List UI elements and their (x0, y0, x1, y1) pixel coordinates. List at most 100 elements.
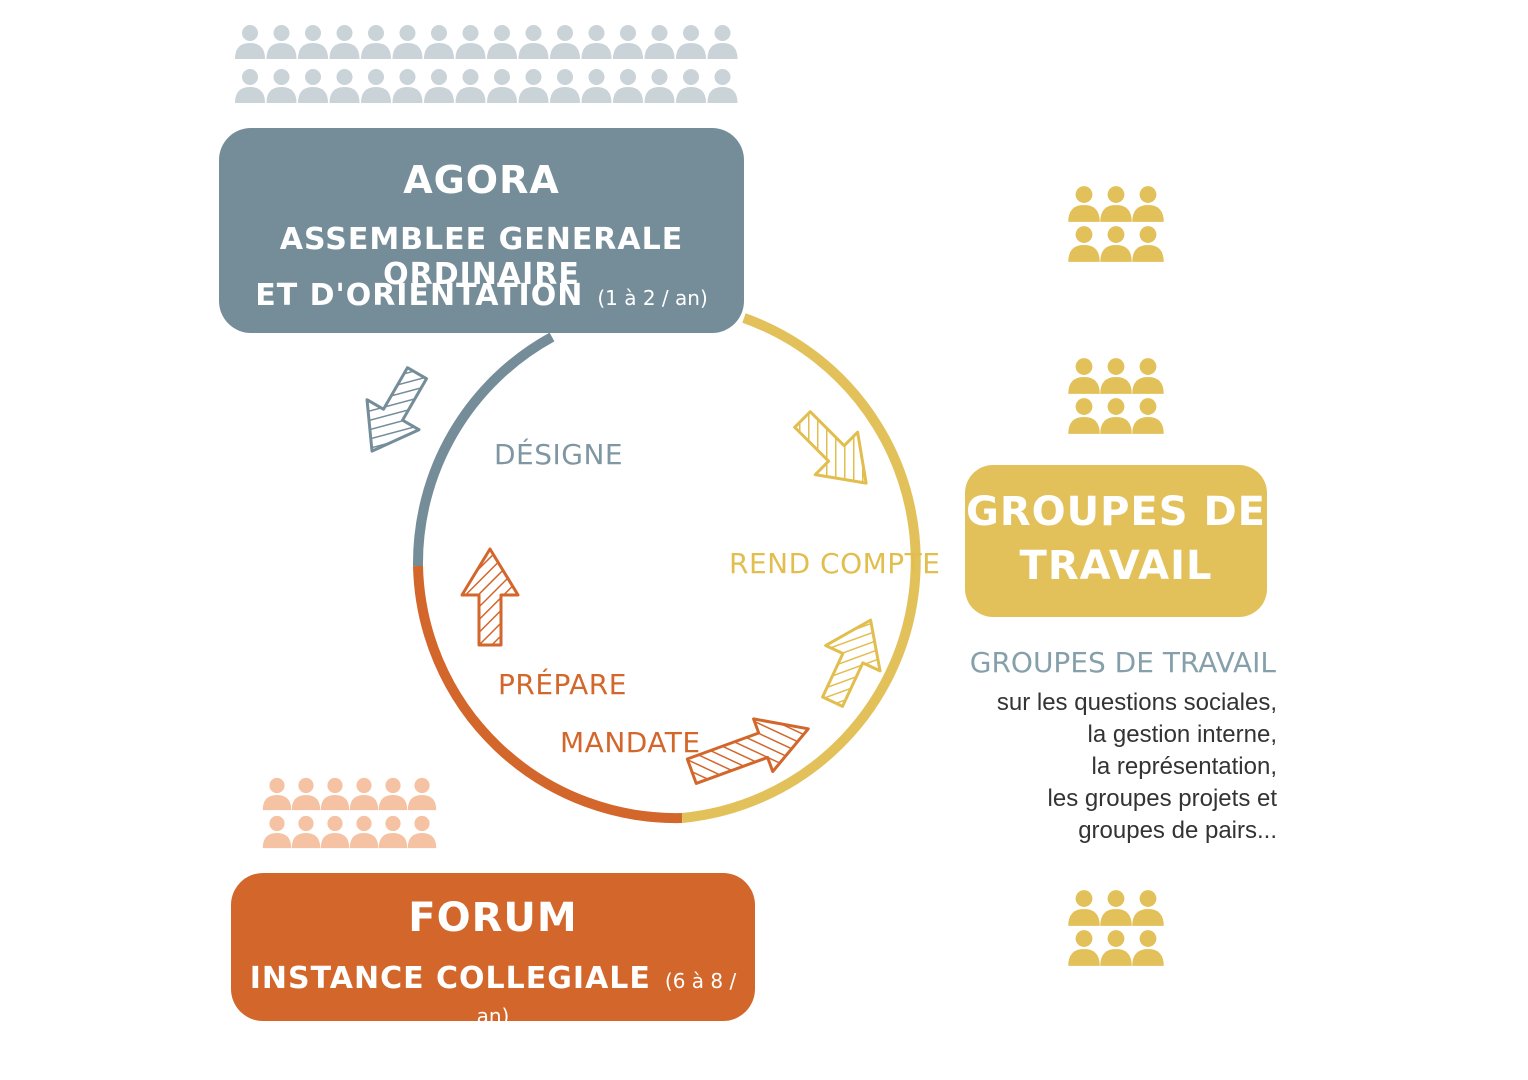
arrow-rend-compte-top-icon (793, 410, 868, 485)
person-icon (1132, 930, 1164, 966)
cycle-arc-yellow (681, 313, 921, 823)
person-icon (378, 777, 408, 811)
person-icon (455, 69, 486, 103)
agora-frequency: (1 à 2 / an) (597, 286, 708, 310)
cycle-arc-orange (413, 565, 683, 824)
agora-subtitle-1: ASSEMBLEE GENERALE ORDINAIRE (279, 222, 684, 292)
groupes-description-line: la gestion interne, (1087, 721, 1277, 748)
agora-subtitle-2-text: ET D'ORIENTATION (255, 278, 584, 313)
person-icon (1068, 186, 1100, 222)
agora-subtitle-2: ET D'ORIENTATION (1 à 2 / an) (219, 278, 744, 313)
person-icon (1068, 398, 1100, 434)
person-icon (329, 69, 360, 103)
person-icon (349, 815, 379, 849)
people-group-forum (262, 777, 437, 849)
person-icon (291, 815, 321, 849)
label-mandate: MANDATE (560, 726, 701, 759)
person-icon (644, 69, 675, 103)
groupes-description-line: groupes de pairs... (1078, 817, 1277, 844)
person-icon (518, 25, 549, 59)
person-icon (1068, 358, 1100, 394)
person-icon (550, 25, 580, 59)
person-icon (1132, 890, 1164, 926)
people-group-travail-1 (1068, 186, 1164, 262)
cycle-arc-grey (412, 332, 555, 567)
person-icon (644, 25, 675, 59)
person-icon (1068, 226, 1100, 262)
person-icon (320, 815, 350, 849)
person-icon (1132, 186, 1164, 222)
person-icon (407, 815, 437, 849)
person-icon (378, 815, 408, 849)
label-rend-compte: REND COMPTE (729, 547, 941, 580)
arrow-prepare-icon (460, 547, 520, 647)
person-icon (235, 25, 265, 59)
person-icon (707, 69, 738, 103)
person-icon (581, 69, 612, 103)
forum-frequency: (6 à 8 / an) (476, 969, 737, 1028)
people-group-travail-2 (1068, 358, 1164, 434)
person-icon (455, 25, 486, 59)
person-icon (518, 69, 549, 103)
person-icon (1132, 398, 1164, 434)
forum-subtitle: INSTANCE COLLEGIALE(6 à 8 / an) (231, 961, 755, 1031)
person-icon (1132, 226, 1164, 262)
person-icon (550, 69, 580, 103)
people-group-agora (235, 25, 738, 103)
person-icon (707, 25, 738, 59)
person-icon (1100, 398, 1132, 434)
person-icon (424, 25, 454, 59)
person-icon (1068, 890, 1100, 926)
person-icon (235, 69, 265, 103)
arrow-mandate-icon (685, 717, 810, 785)
person-icon (329, 25, 360, 59)
person-icon (676, 25, 706, 59)
person-icon (298, 25, 328, 59)
agora-box: AGORA ASSEMBLEE GENERALE ORDINAIRE ET D'… (219, 128, 744, 333)
person-icon (291, 777, 321, 811)
groupes-title-2: TRAVAIL (1019, 543, 1213, 589)
person-icon (1100, 930, 1132, 966)
arrow-rend-compte-bottom-icon (821, 618, 882, 708)
person-icon (487, 25, 517, 59)
person-icon (581, 25, 612, 59)
arrow-designe-icon (365, 366, 429, 453)
person-icon (613, 69, 643, 103)
label-designe: DÉSIGNE (494, 438, 624, 471)
person-icon (361, 69, 391, 103)
groupes-box: GROUPES DE TRAVAIL (965, 465, 1267, 617)
person-icon (392, 25, 423, 59)
person-icon (1100, 226, 1132, 262)
person-icon (407, 777, 437, 811)
person-icon (266, 25, 297, 59)
forum-subtitle-text: INSTANCE COLLEGIALE (249, 961, 651, 996)
person-icon (1068, 930, 1100, 966)
person-icon (424, 69, 454, 103)
groupes-description-line: les groupes projets et (1047, 785, 1277, 812)
people-group-travail-3 (1068, 890, 1164, 966)
agora-title: AGORA (403, 158, 560, 202)
person-icon (1132, 358, 1164, 394)
person-icon (613, 25, 643, 59)
person-icon (1100, 186, 1132, 222)
forum-box: FORUM INSTANCE COLLEGIALE(6 à 8 / an) (231, 873, 755, 1028)
person-icon (1100, 358, 1132, 394)
person-icon (349, 777, 379, 811)
person-icon (361, 25, 391, 59)
person-icon (320, 777, 350, 811)
person-icon (676, 69, 706, 103)
person-icon (266, 69, 297, 103)
person-icon (298, 69, 328, 103)
groupes-title-1: GROUPES DE (965, 489, 1267, 535)
person-icon (392, 69, 423, 103)
forum-title: FORUM (408, 895, 578, 941)
person-icon (487, 69, 517, 103)
person-icon (1100, 890, 1132, 926)
person-icon (262, 777, 292, 811)
groupes-heading: GROUPES DE TRAVAIL (969, 646, 1276, 679)
groupes-description-line: la représentation, (1091, 753, 1277, 780)
person-icon (262, 815, 292, 849)
label-prepare: PRÉPARE (498, 668, 627, 701)
groupes-description-line: sur les questions sociales, (996, 689, 1277, 716)
